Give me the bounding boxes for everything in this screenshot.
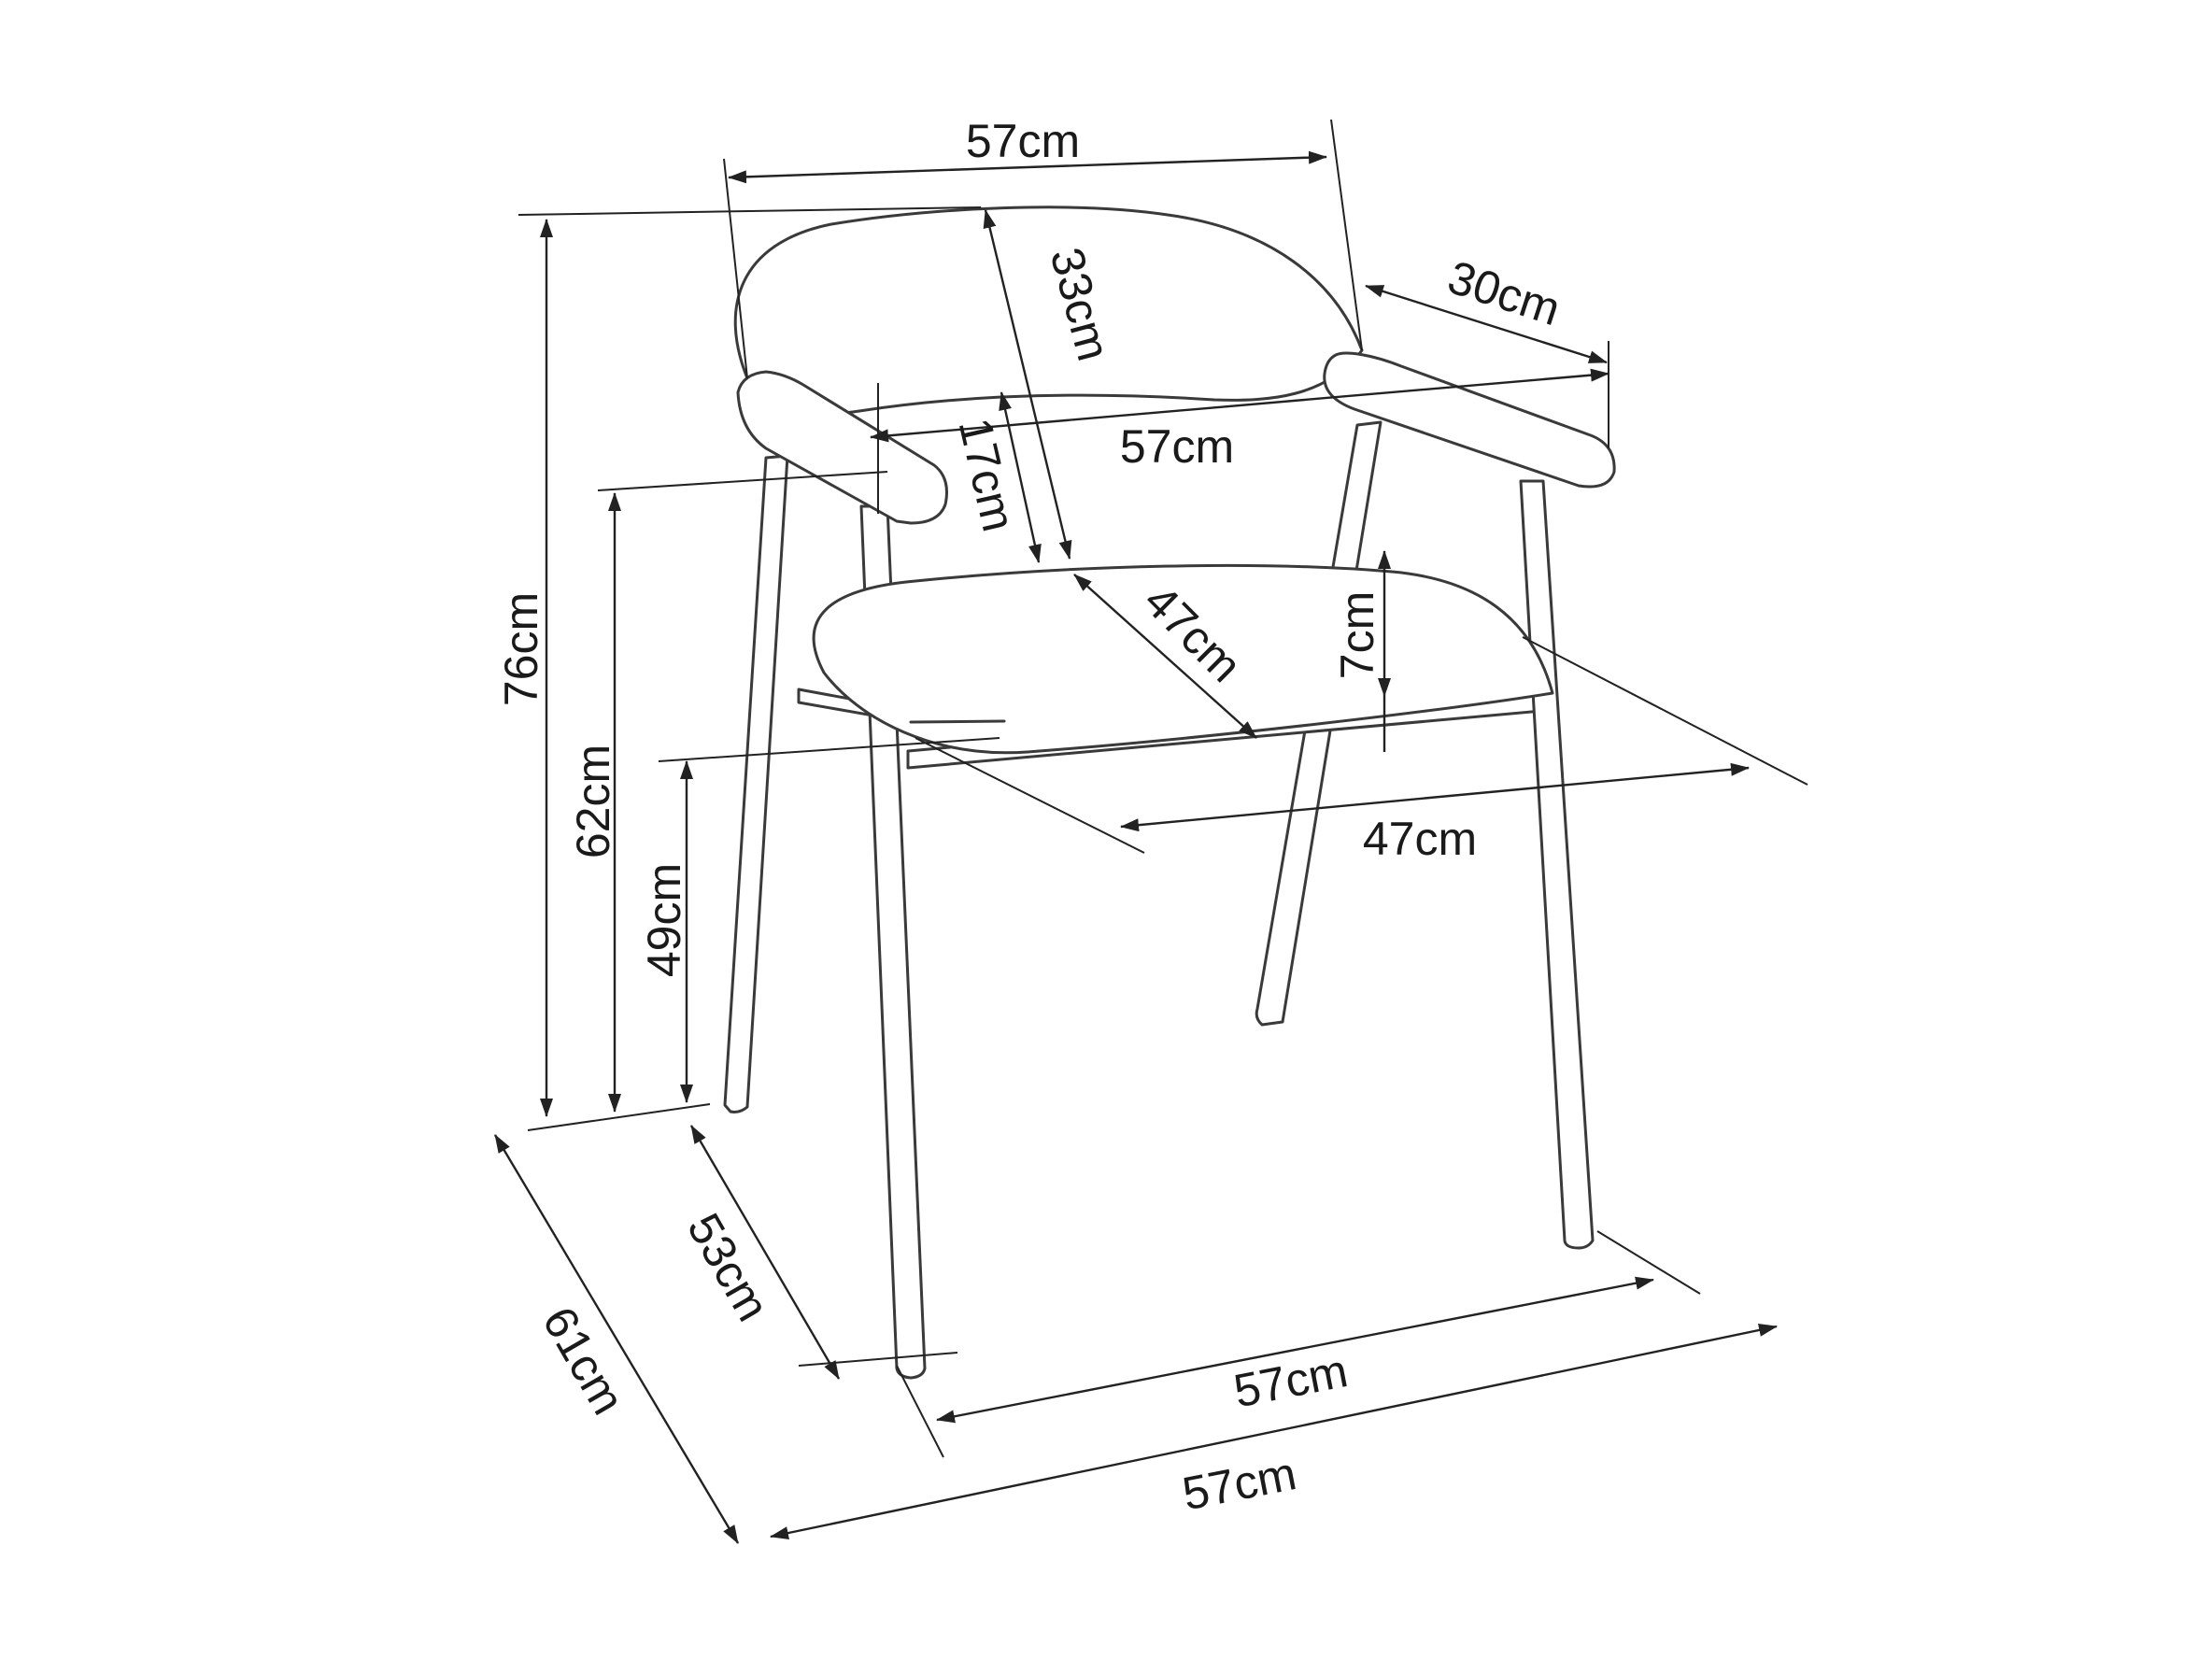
backrest [733, 206, 1364, 416]
label-total-width: 57cm [1178, 1447, 1300, 1520]
label-total-height: 76cm [495, 592, 547, 706]
dim-total-depth-line [493, 1134, 740, 1544]
label-seat-height: 49cm [638, 863, 690, 977]
dim-seat-width-line [1120, 762, 1750, 832]
seat-detail [909, 719, 1006, 724]
rear-left-leg [723, 454, 789, 1113]
dim-seat-depth-line [1073, 574, 1257, 739]
dim-inner-width-line [870, 368, 1609, 443]
front-right-leg [1519, 479, 1595, 1250]
label-seat-thickness: 7cm [1331, 591, 1383, 679]
dim-back-width-line [728, 150, 1327, 184]
label-back-width: 57cm [966, 115, 1080, 167]
label-leg-depth: 53cm [677, 1205, 780, 1330]
label-total-depth: 61cm [532, 1298, 635, 1424]
dimension-lines [493, 150, 1778, 1544]
label-armrest-height: 62cm [567, 744, 619, 858]
dim-armrest-depth-line [1365, 284, 1608, 364]
label-leg-width: 57cm [1229, 1344, 1352, 1417]
left-armrest [736, 370, 948, 525]
dim-total-width-line [770, 1324, 1778, 1539]
label-seat-width: 47cm [1363, 813, 1477, 865]
dim-back-lower-line [999, 391, 1042, 563]
label-armrest-depth: 30cm [1441, 250, 1567, 335]
label-inner-width: 57cm [1120, 420, 1234, 473]
label-back-lower: 17cm [949, 413, 1026, 536]
